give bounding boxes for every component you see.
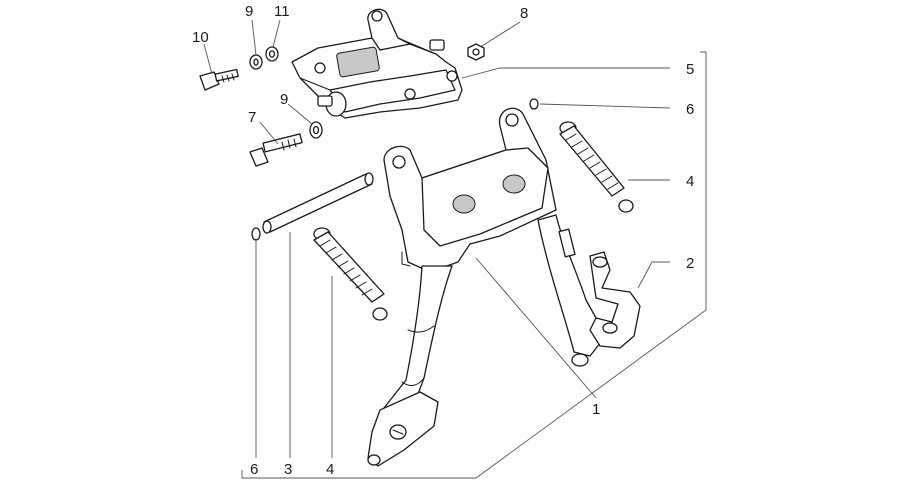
callout-3: 3 [284,461,292,478]
part-4-spring-upper [559,121,634,213]
part-1-centre-stand [367,107,641,467]
callout-9-lower: 9 [280,91,288,108]
part-11-washer [265,46,279,62]
part-8-nut [467,43,485,61]
part-3-pivot-shaft [262,172,374,234]
part-4-spring-lower [313,227,388,321]
part-9-washer-top [249,54,263,70]
callout-6-bottom: 6 [250,461,258,478]
leader-lines [203,19,671,458]
part-5-mounting-bracket [291,8,463,119]
callout-8: 8 [520,5,528,22]
assembly-bracket [241,51,707,479]
callout-5: 5 [686,61,694,78]
part-9-washer-lower [309,121,323,139]
callout-9-top: 9 [245,3,253,20]
callout-1: 1 [592,401,600,418]
callout-10: 10 [192,29,209,46]
callout-7: 7 [248,109,256,126]
callout-11: 11 [274,3,290,20]
part-10-bolt [199,68,239,91]
part-6-circlip-lower [251,227,261,241]
part-7-bolt [249,133,303,167]
callout-2: 2 [686,255,694,272]
callout-4-right: 4 [686,173,694,190]
callout-6-right: 6 [686,101,694,118]
callout-labels: 10 9 11 8 5 9 7 6 4 2 1 6 3 4 [192,3,694,478]
part-6-circlip-upper [529,98,539,110]
callout-4-bottom: 4 [326,461,334,478]
